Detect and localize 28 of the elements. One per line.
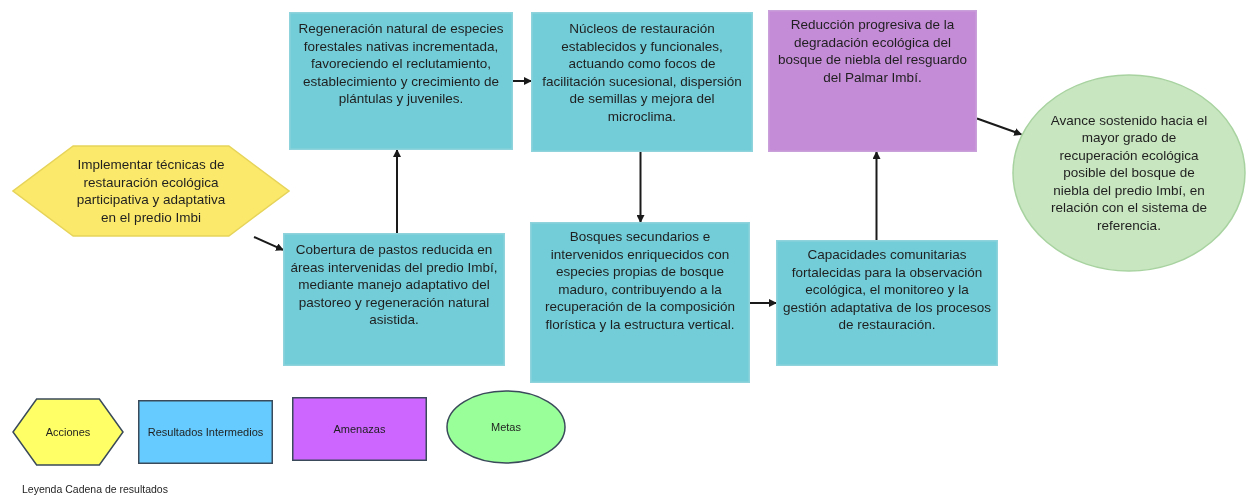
result-box: [531, 12, 753, 152]
node-text: Reducción progresiva de la degradación ecológica del bosque de niebla del resguardo del Palmar Imbí.: [776, 16, 969, 86]
arrow: [976, 117, 1023, 136]
node-text: Cobertura de pastos reducida en áreas intervenidas del predio Imbí, mediante manejo adaptativo del pastoreo y regeneración natural asistida.: [289, 241, 499, 329]
result-box: [283, 233, 505, 366]
threat-box: [768, 10, 977, 152]
arrow: [512, 77, 532, 85]
arrow: [872, 151, 881, 241]
arrow: [393, 149, 401, 234]
arrow: [636, 151, 645, 223]
arrow: [749, 299, 777, 307]
node-text: Avance sostenido hacia el mayor grado de recuperación ecológica posible del bosque de niebla del predio Imbí, en relación con el sistema de referencia.: [1049, 111, 1209, 235]
node-text: Implementar técnicas de restauración ecológica participativa y adaptativa en el predio Imbi: [75, 156, 227, 226]
legend-text: Resultados Intermedios: [146, 425, 265, 439]
result-box: [530, 222, 750, 383]
legend-caption: Leyenda Cadena de resultados: [22, 482, 168, 497]
result-box: [289, 12, 513, 150]
node-text: Regeneración natural de especies forestales nativas incrementada, favoreciendo el reclutamiento, establecimiento y crecimiento de plántulas y juveniles.: [297, 20, 505, 108]
node-text: Capacidades comunitarias fortalecidas para la observación ecológica, el monitoreo y la gestión adaptativa de los procesos de restauración.: [782, 246, 992, 334]
node-text: Núcleos de restauración establecidos y funcionales, actuando como focos de facilitación sucesional, dispersión de semillas y mejora del microclima.: [541, 20, 743, 125]
legend-text: Acciones: [44, 425, 92, 439]
goal-ellipse: [1012, 74, 1246, 272]
result-box: [776, 240, 998, 366]
legend-text: Amenazas: [332, 422, 387, 436]
action-hexagon: [12, 145, 290, 237]
arrow: [253, 236, 284, 251]
legend-text: Metas: [490, 420, 522, 434]
node-text: Bosques secundarios e intervenidos enriquecidos con especies propias de bosque maduro, contribuyendo a la recuperación de la composición florística y la estructura vertical.: [544, 228, 736, 333]
